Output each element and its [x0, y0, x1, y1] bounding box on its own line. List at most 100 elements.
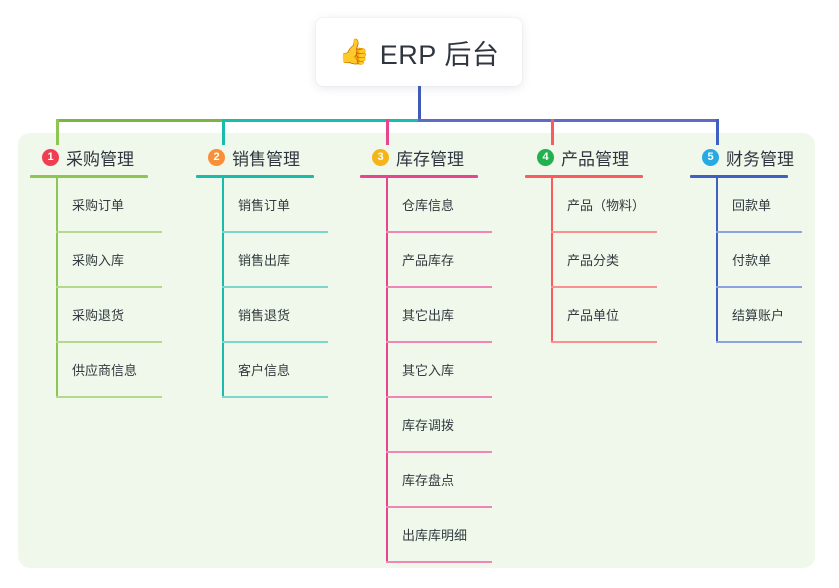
branch-items-3: 仓库信息产品库存其它出库其它入库库存调拨库存盘点出库库明细 — [360, 178, 510, 563]
leaf-label: 其它入库 — [402, 363, 455, 378]
leaf-label: 产品分类 — [567, 253, 620, 268]
branch-title-4: 产品管理 — [561, 149, 629, 169]
leaf-label: 结算账户 — [732, 308, 785, 323]
branch-badge-3: 3 — [372, 148, 389, 166]
connector-drop-3 — [386, 119, 389, 145]
leaf-underline — [386, 341, 492, 343]
branch-title-5: 财务管理 — [726, 149, 794, 169]
connector-drop-2 — [222, 119, 225, 145]
leaf-label: 库存盘点 — [402, 473, 455, 488]
branch-stem-2 — [222, 178, 224, 398]
branch-column-4: 4 产品管理产品（物料） 产品分类产品单位 — [525, 145, 675, 343]
branch-badge-1: 1 — [42, 148, 59, 166]
leaf-label: 产品库存 — [402, 253, 455, 268]
leaf-item[interactable]: 付款单 — [690, 233, 820, 288]
leaf-label: 出库库明细 — [402, 528, 468, 543]
branch-header-4[interactable]: 4 产品管理 — [525, 145, 675, 169]
branch-underline-3 — [360, 175, 478, 178]
root-node[interactable]: 👍 ERP 后台 — [316, 18, 522, 86]
leaf-item[interactable]: 产品分类 — [525, 233, 675, 288]
leaf-item[interactable]: 销售订单 — [196, 178, 346, 233]
branch-items-1: 采购订单采购入库采购退货供应商信息 — [30, 178, 180, 398]
leaf-underline — [222, 231, 328, 233]
branch-underline-4 — [525, 175, 643, 178]
branch-underline-2 — [196, 175, 314, 178]
connector-drop-4 — [551, 119, 554, 145]
branch-underline-5 — [690, 175, 788, 178]
branch-badge-4: 4 — [537, 148, 554, 166]
leaf-item[interactable]: 回款单 — [690, 178, 820, 233]
leaf-item[interactable]: 产品（物料） — [525, 178, 675, 233]
leaf-item[interactable]: 仓库信息 — [360, 178, 510, 233]
leaf-item[interactable]: 客户信息 — [196, 343, 346, 398]
root-stem — [418, 86, 421, 122]
leaf-label: 销售订单 — [238, 198, 291, 213]
leaf-label: 其它出库 — [402, 308, 455, 323]
leaf-label: 供应商信息 — [72, 363, 138, 378]
connector-bar-right — [418, 119, 719, 122]
leaf-underline — [222, 396, 328, 398]
connector-drop-1 — [56, 119, 59, 145]
leaf-underline — [56, 341, 162, 343]
leaf-underline — [716, 231, 802, 233]
leaf-underline — [222, 286, 328, 288]
leaf-item[interactable]: 采购入库 — [30, 233, 180, 288]
leaf-underline — [386, 451, 492, 453]
branch-column-3: 3 库存管理仓库信息产品库存其它出库其它入库库存调拨库存盘点出库库明细 — [360, 145, 510, 563]
branch-title-2: 销售管理 — [232, 149, 300, 169]
leaf-item[interactable]: 出库库明细 — [360, 508, 510, 563]
leaf-label: 采购退货 — [72, 308, 125, 323]
leaf-item[interactable]: 产品单位 — [525, 288, 675, 343]
leaf-underline — [551, 286, 657, 288]
leaf-underline — [716, 286, 802, 288]
leaf-item[interactable]: 其它入库 — [360, 343, 510, 398]
leaf-item[interactable]: 采购退货 — [30, 288, 180, 343]
branch-items-5: 回款单付款单结算账户 — [690, 178, 820, 343]
connector-bar-left — [56, 119, 222, 122]
leaf-item[interactable]: 产品库存 — [360, 233, 510, 288]
leaf-item[interactable]: 结算账户 — [690, 288, 820, 343]
leaf-label: 采购入库 — [72, 253, 125, 268]
branch-stem-4 — [551, 178, 553, 343]
branch-underline-1 — [30, 175, 148, 178]
thumbs-up-icon: 👍 — [338, 37, 370, 66]
branch-column-2: 2 销售管理销售订单销售出库销售退货客户信息 — [196, 145, 346, 398]
root-title: ERP 后台 — [379, 39, 500, 70]
leaf-underline — [56, 286, 162, 288]
leaf-item[interactable]: 销售退货 — [196, 288, 346, 343]
leaf-item[interactable]: 库存调拨 — [360, 398, 510, 453]
leaf-underline — [386, 286, 492, 288]
leaf-item[interactable]: 销售出库 — [196, 233, 346, 288]
leaf-label: 产品（物料） — [567, 198, 646, 213]
leaf-label: 销售出库 — [238, 253, 291, 268]
leaf-label: 仓库信息 — [402, 198, 455, 213]
branch-items-2: 销售订单销售出库销售退货客户信息 — [196, 178, 346, 398]
leaf-label: 销售退货 — [238, 308, 291, 323]
branch-header-2[interactable]: 2 销售管理 — [196, 145, 346, 169]
branch-items-4: 产品（物料） 产品分类产品单位 — [525, 178, 675, 343]
branch-header-3[interactable]: 3 库存管理 — [360, 145, 510, 169]
leaf-item[interactable]: 其它出库 — [360, 288, 510, 343]
leaf-underline — [56, 231, 162, 233]
leaf-underline — [56, 396, 162, 398]
leaf-item[interactable]: 供应商信息 — [30, 343, 180, 398]
leaf-underline — [386, 231, 492, 233]
branch-badge-2: 2 — [208, 148, 225, 166]
leaf-label: 付款单 — [732, 253, 772, 268]
branch-title-3: 库存管理 — [396, 149, 464, 169]
branch-stem-5 — [716, 178, 718, 343]
leaf-item[interactable]: 采购订单 — [30, 178, 180, 233]
leaf-label: 回款单 — [732, 198, 772, 213]
leaf-underline — [386, 506, 492, 508]
leaf-underline — [386, 561, 492, 563]
leaf-item[interactable]: 库存盘点 — [360, 453, 510, 508]
diagram-panel — [18, 133, 815, 568]
leaf-label: 采购订单 — [72, 198, 125, 213]
leaf-underline — [551, 231, 657, 233]
branch-stem-1 — [56, 178, 58, 398]
leaf-underline — [716, 341, 802, 343]
leaf-label: 库存调拨 — [402, 418, 455, 433]
